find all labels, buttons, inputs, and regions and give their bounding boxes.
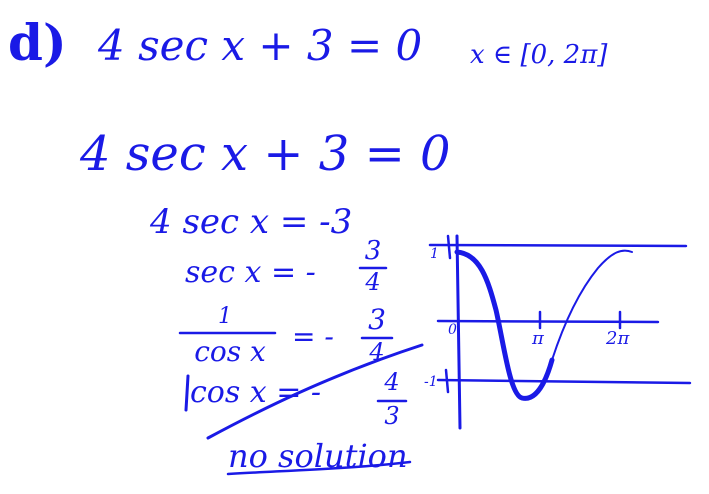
step-3-lhs: sec x = - <box>185 255 316 290</box>
conclusion-text: no solution <box>228 437 408 475</box>
problem-label: d) <box>8 13 67 72</box>
step-5-numerator: 4 <box>384 368 400 396</box>
step-4-equals: = - <box>292 320 334 353</box>
graph-cos-curve-thin <box>551 249 633 361</box>
conclusion-underline <box>226 460 412 476</box>
graph-cos-curve-bold <box>454 249 555 401</box>
step-4-denominator: cos x <box>194 335 266 368</box>
graph-x-axis <box>436 319 660 324</box>
problem-equation: 4 sec x + 3 = 0 <box>98 21 423 70</box>
graph-line-y-minus-1 <box>436 378 692 385</box>
graph-y-axis <box>455 234 462 430</box>
step-4-r-numerator: 3 <box>368 303 386 336</box>
step-4-numerator: 1 <box>218 304 232 329</box>
graph-tick-y-minus-1 <box>444 368 450 394</box>
problem-domain: x ∈ [0, 2π] <box>470 40 608 70</box>
step-3-denominator: 4 <box>365 268 381 296</box>
step-1: 4 sec x + 3 = 0 <box>80 126 451 182</box>
graph-label-one: 1 <box>430 246 439 262</box>
graph-label-pi: π <box>531 328 545 349</box>
cross-out-line <box>206 343 424 440</box>
step-5-bar-mark <box>184 374 190 412</box>
graph-label-minus-one: -1 <box>424 374 438 390</box>
graph-line-y-1 <box>428 243 688 248</box>
graph-label-zero: 0 <box>448 322 457 338</box>
graph-label-2pi: 2π <box>605 328 630 349</box>
step-5-denominator: 3 <box>384 402 400 430</box>
step-3-numerator: 3 <box>364 236 382 266</box>
step-2: 4 sec x = -3 <box>150 202 353 242</box>
graph-tick-y-1 <box>446 234 452 260</box>
